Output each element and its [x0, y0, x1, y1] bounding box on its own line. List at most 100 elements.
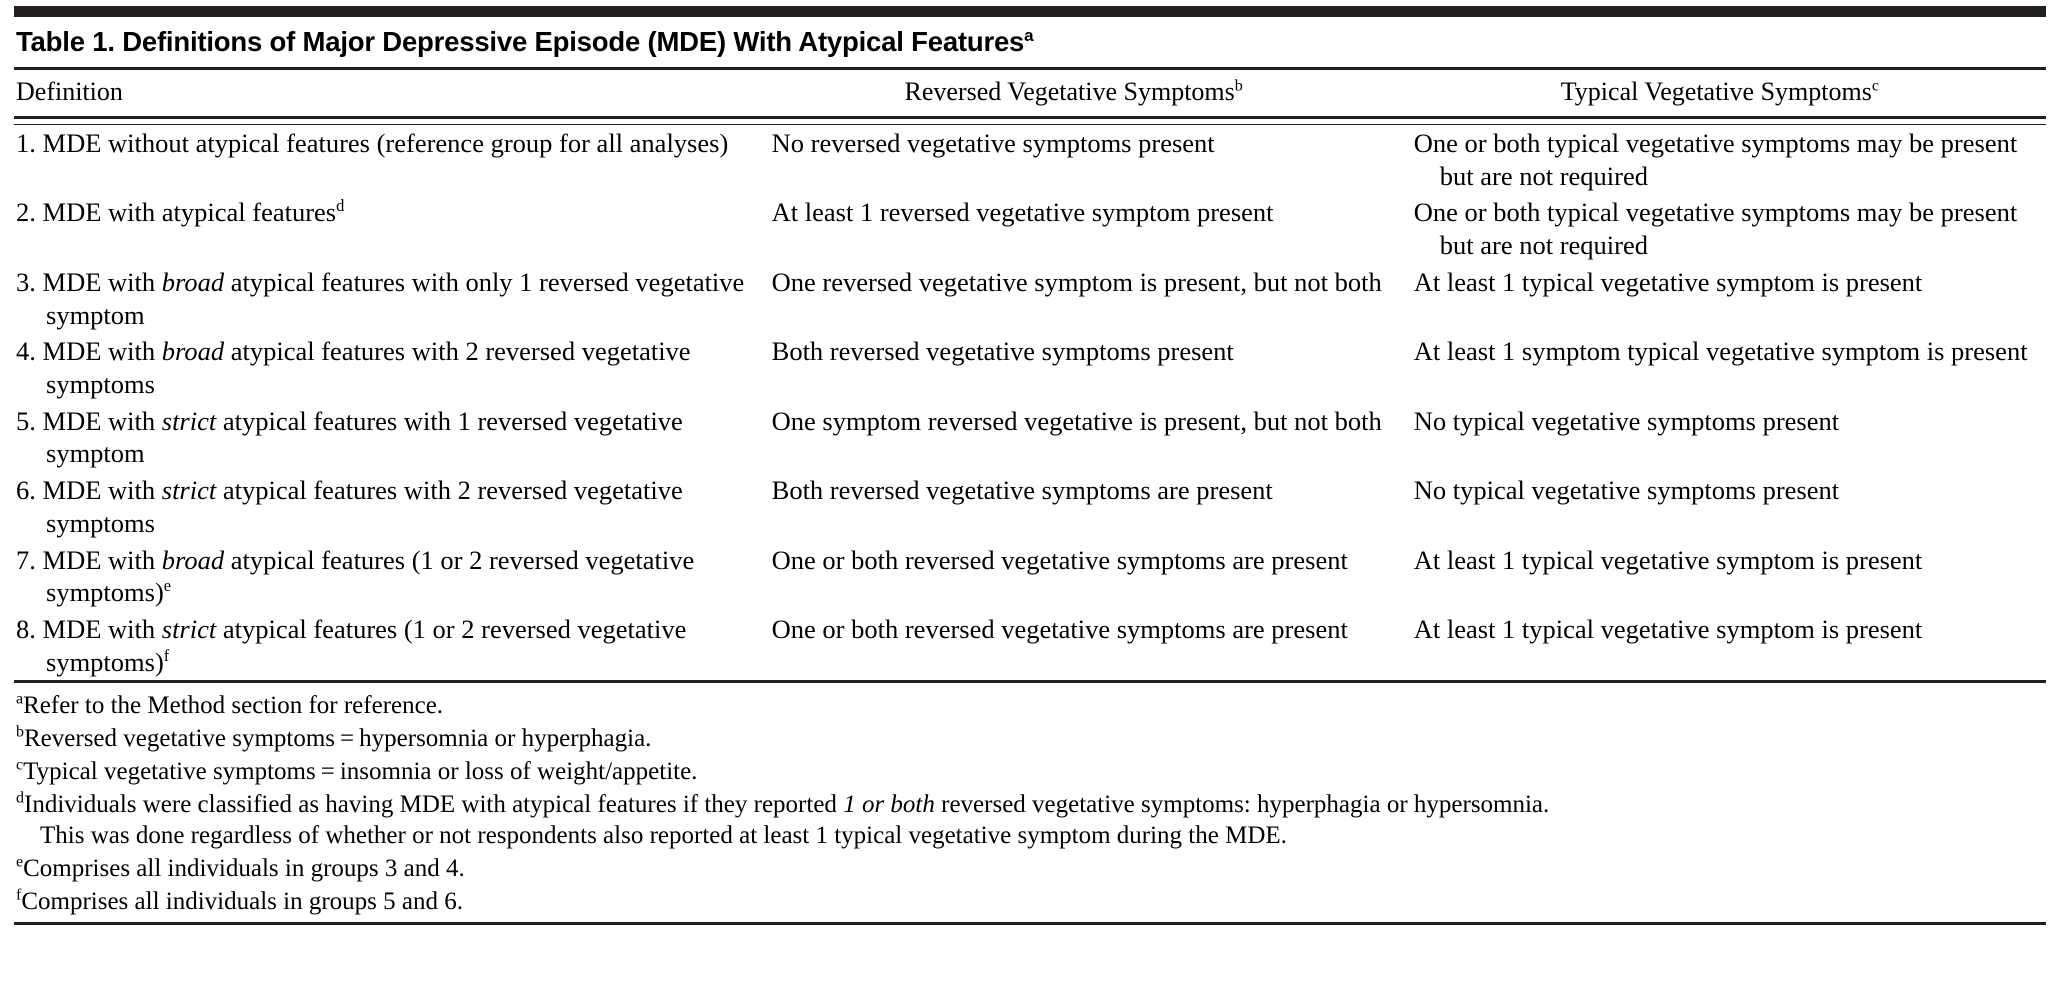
definition-text-continued: atypical features (1 or 2 reversed veget…	[46, 544, 695, 608]
table-row: 7. MDE with broad atypical features (1 o…	[14, 542, 2046, 611]
column-header-typical: Typical Vegetative Symptomsc	[1396, 70, 2046, 116]
table-figure: Table 1. Definitions of Major Depressive…	[0, 6, 2060, 926]
row-number: 4.	[16, 336, 36, 367]
footnote: eComprises all individuals in groups 3 a…	[16, 852, 2046, 885]
cell-typical-symptoms: At least 1 typical vegetative symptom is…	[1396, 611, 2046, 680]
reversed-symptoms-text: One symptom reversed vegetative is prese…	[771, 405, 1382, 436]
footnote-continuation: This was done regardless of whether or n…	[40, 822, 1287, 850]
table-row: 5. MDE with strict atypical features wit…	[14, 403, 2046, 472]
definition-text-continued: atypical features (1 or 2 reversed veget…	[46, 613, 687, 677]
definition-emphasis: strict	[161, 405, 217, 436]
column-header-typical-label: Typical Vegetative Symptoms	[1560, 77, 1872, 107]
footnote-marker: a	[16, 691, 24, 709]
definition-text: MDE with	[35, 475, 162, 506]
reversed-symptoms-text: One or both reversed vegetative symptoms…	[771, 613, 1348, 644]
table-title-text: Table 1. Definitions of Major Depressive…	[16, 26, 1025, 57]
footnote-marker: e	[16, 854, 24, 872]
cell-typical-symptoms: One or both typical vegetative symptoms …	[1396, 194, 2046, 263]
cell-reversed-symptoms: Both reversed vegetative symptoms are pr…	[754, 472, 1396, 541]
title-rule	[14, 67, 2046, 71]
definition-footnote-marker: d	[336, 196, 345, 216]
footnote: cTypical vegetative symptoms = insomnia …	[16, 755, 2046, 788]
footnote-text: Individuals were classified as having MD…	[24, 791, 844, 819]
cell-definition: 5. MDE with strict atypical features wit…	[14, 403, 754, 472]
footnote-emphasis: 1 or both	[843, 791, 935, 819]
definition-text: MDE with	[35, 613, 162, 644]
definition-text: MDE without atypical features (reference…	[35, 127, 729, 158]
cell-typical-symptoms: At least 1 typical vegetative symptom is…	[1396, 542, 2046, 611]
footnote-marker: f	[16, 887, 22, 905]
cell-typical-symptoms: One or both typical vegetative symptoms …	[1396, 125, 2046, 194]
definition-text-continued: atypical features with 2 reversed vegeta…	[46, 336, 691, 399]
cell-typical-symptoms: At least 1 symptom typical vegetative sy…	[1396, 333, 2046, 402]
definition-text-continued: atypical features with only 1 reversed v…	[46, 266, 745, 330]
table-row: 1. MDE without atypical features (refere…	[14, 125, 2046, 194]
cell-definition: 8. MDE with strict atypical features (1 …	[14, 611, 754, 680]
column-header-definition: Definition	[14, 70, 754, 116]
row-number: 5.	[16, 405, 36, 436]
cell-reversed-symptoms: At least 1 reversed vegetative symptom p…	[754, 194, 1396, 263]
cell-definition: 6. MDE with strict atypical features wit…	[14, 472, 754, 541]
footnote: fComprises all individuals in groups 5 a…	[16, 885, 2046, 918]
footnote: dIndividuals were classified as having M…	[16, 788, 2046, 852]
typical-symptoms-text: One or both typical vegetative symptoms …	[1413, 197, 2018, 261]
column-header-definition-label: Definition	[16, 77, 123, 107]
cell-definition: 2. MDE with atypical featuresd	[14, 194, 754, 263]
row-number: 6.	[16, 475, 36, 506]
typical-symptoms-text: At least 1 typical vegetative symptom is…	[1413, 613, 1923, 644]
table-body: 1. MDE without atypical features (refere…	[14, 125, 2046, 681]
column-header-reversed-label: Reversed Vegetative Symptoms	[904, 77, 1235, 107]
definition-emphasis: broad	[161, 544, 225, 575]
row-number: 7.	[16, 544, 36, 575]
column-header-reversed-footnote-marker: b	[1234, 77, 1243, 95]
table-title-footnote-marker: a	[1024, 25, 1034, 45]
cell-reversed-symptoms: No reversed vegetative symptoms present	[754, 125, 1396, 194]
cell-definition: 3. MDE with broad atypical features with…	[14, 264, 754, 333]
cell-typical-symptoms: No typical vegetative symptoms present	[1396, 472, 2046, 541]
definition-emphasis: strict	[161, 613, 217, 644]
definitions-table: Definition Reversed Vegetative Symptomsb…	[14, 70, 2046, 116]
footnote-text-continued: reversed vegetative symptoms: hyperphagi…	[934, 791, 1550, 819]
footnote: aRefer to the Method section for referen…	[16, 689, 2046, 722]
header-rule	[14, 115, 2046, 125]
bottom-rule	[14, 922, 2046, 926]
column-header-typical-footnote-marker: c	[1871, 77, 1879, 95]
typical-symptoms-text: At least 1 typical vegetative symptom is…	[1413, 544, 1923, 575]
footnote-marker: b	[16, 724, 24, 742]
reversed-symptoms-text: One or both reversed vegetative symptoms…	[771, 544, 1348, 575]
table-header-row: Definition Reversed Vegetative Symptomsb…	[14, 70, 2046, 116]
definition-emphasis: broad	[161, 336, 225, 367]
footnote-text: Refer to the Method section for referenc…	[23, 692, 444, 720]
cell-reversed-symptoms: Both reversed vegetative symptoms presen…	[754, 333, 1396, 402]
row-number: 8.	[16, 613, 36, 644]
table-row: 8. MDE with strict atypical features (1 …	[14, 611, 2046, 680]
table-title: Table 1. Definitions of Major Depressive…	[14, 17, 2046, 67]
definition-text: MDE with atypical features	[35, 197, 337, 228]
cell-reversed-symptoms: One reversed vegetative symptom is prese…	[754, 264, 1396, 333]
footnote: bReversed vegetative symptoms = hypersom…	[16, 722, 2046, 755]
row-number: 3.	[16, 266, 36, 297]
cell-reversed-symptoms: One or both reversed vegetative symptoms…	[754, 542, 1396, 611]
cell-typical-symptoms: At least 1 typical vegetative symptom is…	[1396, 264, 2046, 333]
typical-symptoms-text: No typical vegetative symptoms present	[1413, 475, 1840, 506]
definition-text-continued: atypical features with 2 reversed vegeta…	[46, 475, 683, 538]
table-row: 6. MDE with strict atypical features wit…	[14, 472, 2046, 541]
table-row: 3. MDE with broad atypical features with…	[14, 264, 2046, 333]
definition-text: MDE with	[35, 544, 162, 575]
footnote-text: Comprises all individuals in groups 3 an…	[23, 855, 465, 883]
top-rule	[14, 6, 2046, 17]
footnote-text: Reversed vegetative symptoms = hypersomn…	[24, 725, 652, 753]
typical-symptoms-text: One or both typical vegetative symptoms …	[1413, 127, 2018, 191]
definition-text-continued: atypical features with 1 reversed vegeta…	[46, 405, 683, 469]
footnote-text: Comprises all individuals in groups 5 an…	[21, 888, 463, 916]
footnote-marker: c	[16, 757, 24, 775]
cell-definition: 1. MDE without atypical features (refere…	[14, 125, 754, 194]
definitions-table-body: 1. MDE without atypical features (refere…	[14, 125, 2046, 681]
definition-footnote-marker: f	[163, 645, 170, 665]
definition-emphasis: strict	[161, 475, 217, 506]
definition-text: MDE with	[35, 266, 162, 297]
cell-definition: 4. MDE with broad atypical features with…	[14, 333, 754, 402]
body-end-rule	[14, 680, 2046, 684]
definition-footnote-marker: e	[163, 576, 172, 596]
table-row: 4. MDE with broad atypical features with…	[14, 333, 2046, 402]
